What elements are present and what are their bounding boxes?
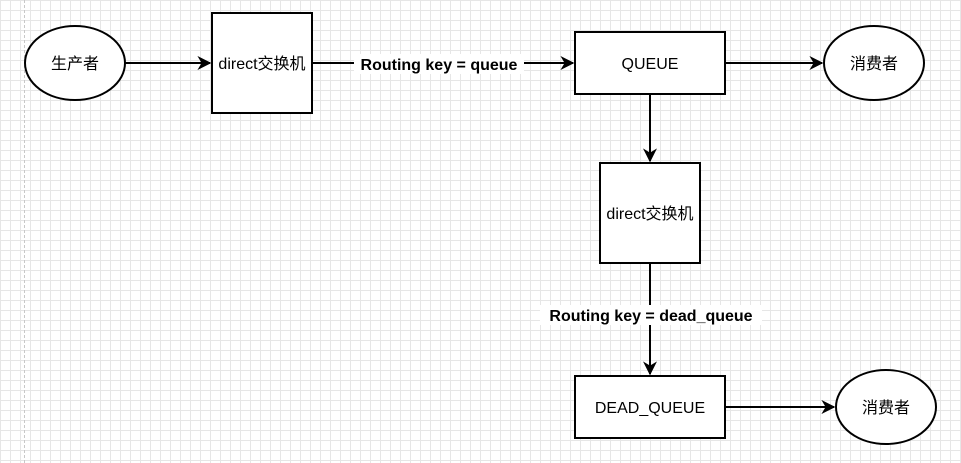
edge-label-routing-key-queue: Routing key = queue [361,57,518,74]
edge-label-routing-key-dead-queue: Routing key = dead_queue [549,308,752,325]
consumer-main-label: 消费者 [850,55,898,73]
producer-node[interactable] [24,25,126,101]
consumer-dead-label: 消费者 [862,399,910,417]
edge-label-bg [354,54,524,74]
queue-label: QUEUE [622,56,679,73]
exchange-node-main[interactable] [211,12,313,114]
exchange-node-dead[interactable] [599,162,701,264]
producer-label: 生产者 [51,55,99,73]
page-boundary-guide [24,0,25,463]
dead-queue-node[interactable] [574,375,726,439]
consumer-node-main[interactable] [823,25,925,101]
edge-label-bg [540,305,762,325]
exchange-dead-label: direct交换机 [606,205,693,223]
queue-node[interactable] [574,31,726,95]
consumer-node-dead[interactable] [835,369,937,445]
dead-queue-label: DEAD_QUEUE [595,400,705,417]
exchange-main-label: direct交换机 [218,55,305,73]
